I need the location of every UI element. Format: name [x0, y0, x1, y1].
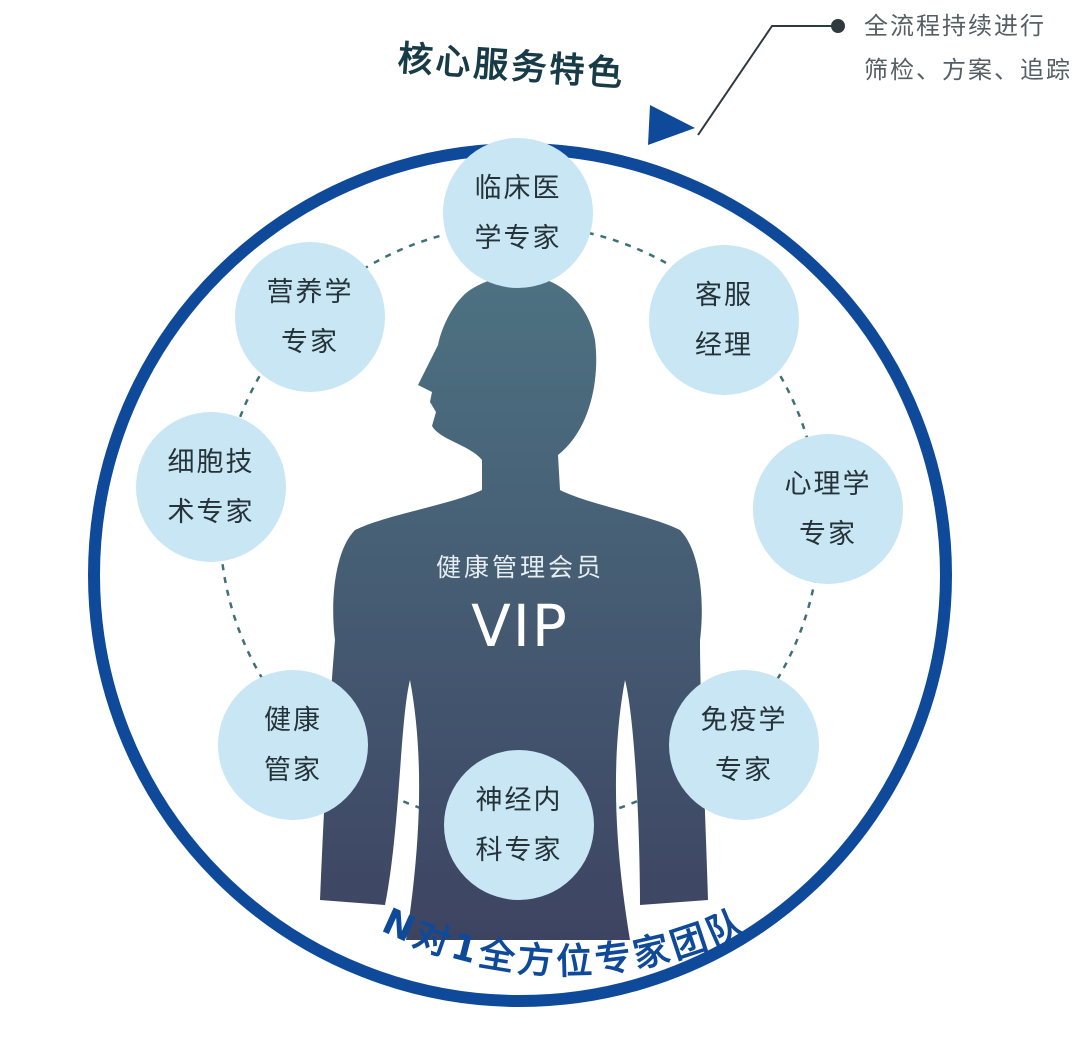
- expert-line: 专家: [715, 755, 773, 786]
- expert-line: 客服: [695, 280, 753, 311]
- human-silhouette: [320, 275, 708, 940]
- expert-bubble-neurology: 神经内 科专家: [444, 750, 594, 900]
- expert-line: 临床医: [474, 173, 562, 204]
- expert-bubble-health-steward: 健康 管家: [218, 670, 368, 820]
- expert-line: 神经内: [475, 785, 563, 816]
- annotation-dot-icon: [831, 19, 845, 33]
- expert-bubble-immunology: 免疫学 专家: [669, 670, 819, 820]
- expert-line: 经理: [695, 330, 753, 361]
- center-badge: VIP: [471, 592, 569, 660]
- expert-line: 专家: [799, 519, 857, 550]
- expert-line: 管家: [264, 755, 322, 786]
- expert-bubble-clinical: 临床医 学专家: [443, 138, 593, 288]
- expert-line: 心理学: [784, 469, 872, 500]
- ring-arrow-icon: [648, 105, 695, 145]
- expert-line: 学专家: [474, 223, 562, 254]
- expert-bubble-psychology: 心理学 专家: [753, 434, 903, 584]
- expert-line: 术专家: [167, 497, 255, 528]
- expert-line: 细胞技: [167, 447, 255, 478]
- expert-line: 免疫学: [700, 705, 788, 736]
- expert-line: 营养学: [266, 277, 354, 308]
- expert-line: 专家: [281, 327, 339, 358]
- annotation-line-1: 全流程持续进行: [864, 12, 1046, 40]
- annotation-line-2: 筛检、方案、追踪: [864, 56, 1072, 84]
- expert-bubble-cell-tech: 细胞技 术专家: [136, 412, 286, 562]
- expert-line: 健康: [264, 705, 322, 736]
- expert-line: 科专家: [475, 835, 563, 866]
- annotation-leader-line: [697, 25, 836, 136]
- expert-bubble-service: 客服 经理: [649, 245, 799, 395]
- center-label: 健康管理会员: [435, 553, 604, 582]
- expert-bubble-nutrition: 营养学 专家: [235, 242, 385, 392]
